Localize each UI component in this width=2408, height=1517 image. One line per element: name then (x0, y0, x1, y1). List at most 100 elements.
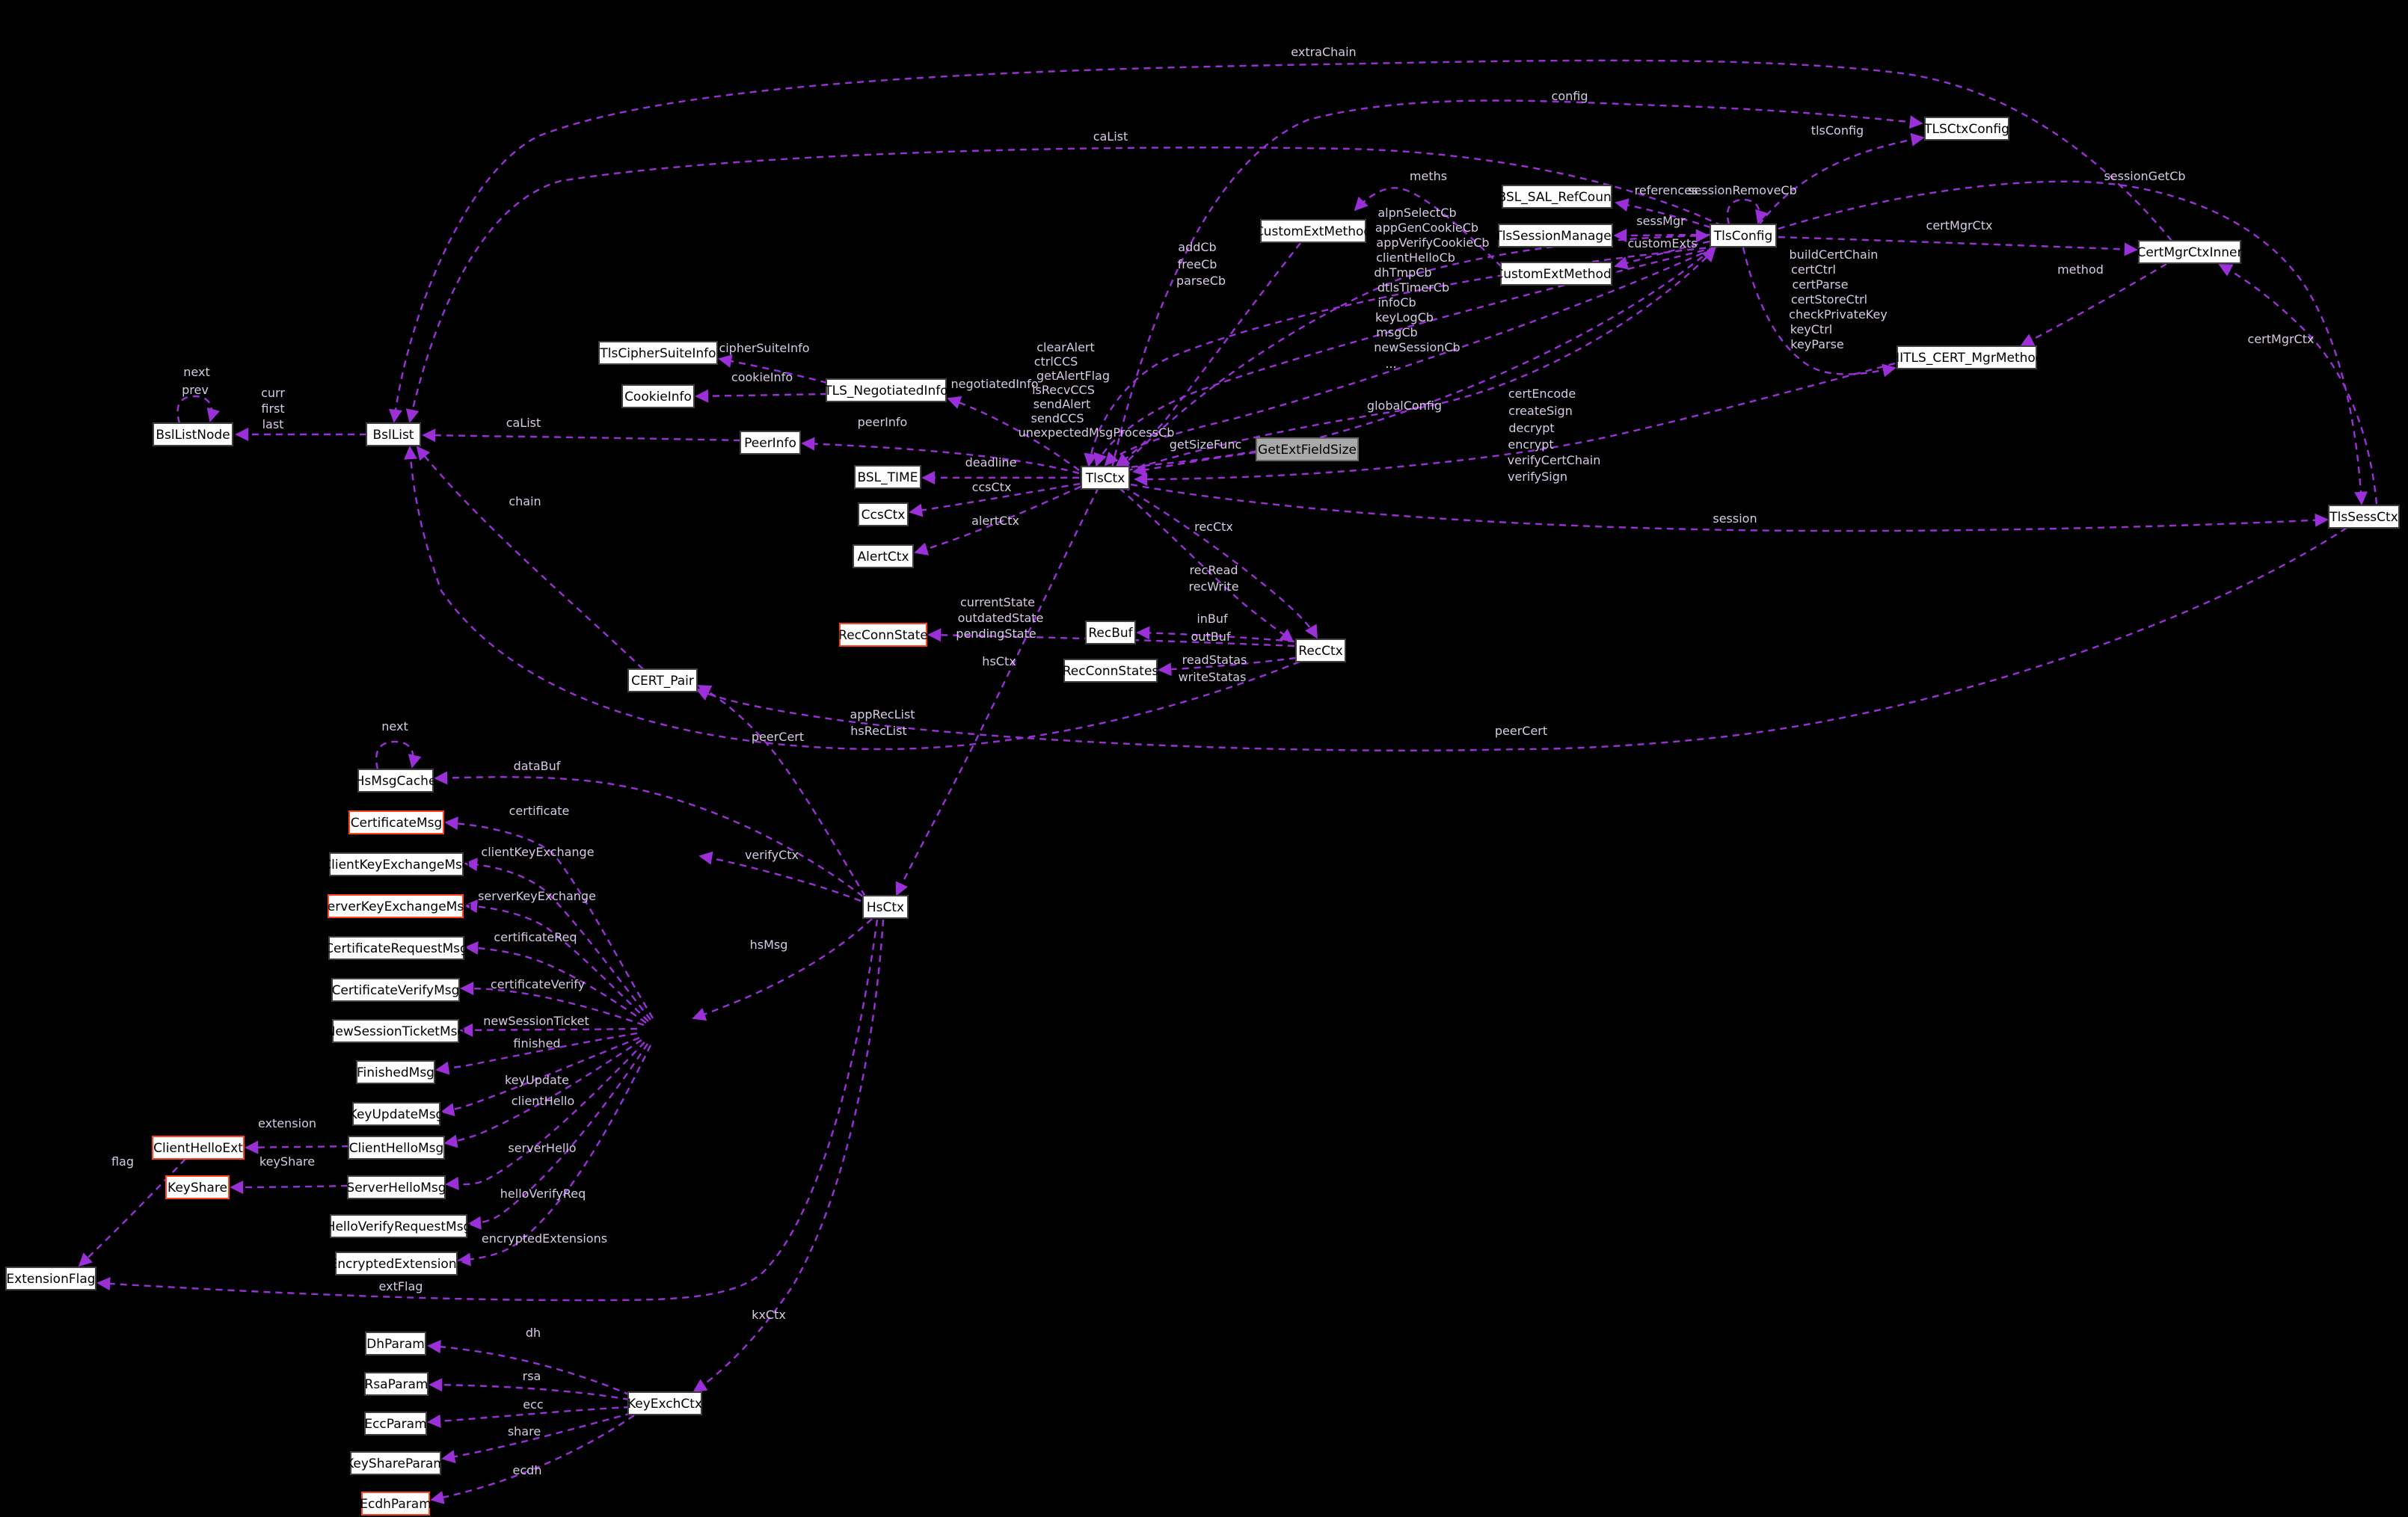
node-box-ClientHelloExt[interactable] (152, 1136, 245, 1160)
node-AlertCtx[interactable]: AlertCtx (853, 544, 914, 568)
node-box-ServerHelloMsg[interactable] (347, 1175, 446, 1199)
node-box-CustomExtMethod[interactable] (1260, 219, 1366, 243)
node-KeyExchCtx[interactable]: KeyExchCtx (627, 1391, 702, 1415)
edge-label-customextmethods-method-meths: meths (1410, 169, 1447, 183)
node-box-PeerInfo[interactable] (740, 431, 801, 455)
node-box-EcdhParam[interactable] (361, 1492, 430, 1516)
node-RsaParam[interactable]: RsaParam (364, 1372, 429, 1396)
node-GetExtFieldSize[interactable]: GetExtFieldSize (1256, 437, 1359, 461)
node-box-RecConnStates[interactable] (1063, 659, 1158, 683)
node-box-RecConnState[interactable] (839, 623, 927, 647)
node-ClientKeyExchangeMsg[interactable]: ClientKeyExchangeMsg (322, 852, 470, 876)
node-ClientHelloExt[interactable]: ClientHelloExt (152, 1136, 245, 1160)
node-box-RecCtx[interactable] (1295, 639, 1346, 662)
node-BSL_TIME[interactable]: BSL_TIME (854, 465, 921, 489)
node-box-GetExtFieldSize[interactable] (1256, 437, 1359, 461)
node-box-HsCtx[interactable] (862, 895, 909, 919)
node-box-CustomExtMethods[interactable] (1500, 262, 1612, 286)
node-KeyShareParam[interactable]: KeyShareParam (345, 1451, 446, 1475)
node-TlsCipherSuiteInfo[interactable]: TlsCipherSuiteInfo (598, 341, 718, 365)
node-EcdhParam[interactable]: EcdhParam (360, 1492, 431, 1516)
node-BSL_SAL_RefCount[interactable]: BSL_SAL_RefCount (1498, 185, 1617, 209)
node-TlsSessCtx[interactable]: TlsSessCtx (2328, 505, 2400, 529)
node-RecConnStates[interactable]: RecConnStates (1063, 659, 1159, 683)
edge-tlsconfig-tlsctx-cb3 (1104, 247, 1714, 467)
node-box-BslList[interactable] (366, 422, 421, 446)
node-CertificateRequestMsg[interactable]: CertificateRequestMsg (325, 936, 468, 960)
node-CustomExtMethod[interactable]: CustomExtMethod (1255, 219, 1372, 243)
node-NewSessionTicketMsg[interactable]: NewSessionTicketMsg (326, 1019, 466, 1043)
node-box-CertMgrCtxInner[interactable] (2138, 240, 2241, 264)
node-box-AlertCtx[interactable] (853, 544, 914, 568)
node-box-BSL_TIME[interactable] (854, 465, 921, 489)
node-box-ClientKeyExchangeMsg[interactable] (329, 852, 464, 876)
node-box-TlsCtx[interactable] (1081, 466, 1130, 490)
node-RecConnState[interactable]: RecConnState (838, 623, 928, 647)
node-box-CERT_Pair[interactable] (627, 668, 698, 692)
node-box-EncryptedExtensions[interactable] (335, 1252, 458, 1276)
node-box-BslListNode[interactable] (153, 422, 233, 446)
node-box-KeyShare[interactable] (165, 1175, 230, 1199)
node-TLS_NegotiatedInfo[interactable]: TLS_NegotiatedInfo (823, 378, 948, 402)
node-DhParam[interactable]: DhParam (365, 1332, 426, 1356)
node-ServerKeyExchangeMsg[interactable]: ServerKeyExchangeMsg (319, 894, 472, 918)
node-box-DhParam[interactable] (365, 1332, 426, 1356)
node-ClientHelloMsg[interactable]: ClientHelloMsg (348, 1136, 445, 1160)
node-box-ClientHelloMsg[interactable] (348, 1136, 445, 1160)
node-TlsCtx[interactable]: TlsCtx (1081, 466, 1130, 490)
node-box-KeyUpdateMsg[interactable] (352, 1102, 440, 1126)
node-box-RsaParam[interactable] (364, 1372, 429, 1396)
node-box-ExtensionFlag[interactable] (5, 1267, 96, 1290)
node-box-TLSCtxConfig[interactable] (1924, 117, 2009, 141)
node-box-TlsConfig[interactable] (1710, 224, 1777, 247)
node-box-RecBuf[interactable] (1085, 621, 1136, 644)
node-box-CertificateMsg[interactable] (348, 810, 444, 834)
node-BslListNode[interactable]: BslListNode (153, 422, 233, 446)
node-ServerHelloMsg[interactable]: ServerHelloMsg (346, 1175, 446, 1199)
node-CertificateMsg[interactable]: CertificateMsg (348, 810, 444, 834)
node-ExtensionFlag[interactable]: ExtensionFlag (5, 1267, 96, 1290)
node-TLSCtxConfig[interactable]: TLSCtxConfig (1923, 117, 2009, 141)
node-box-NewSessionTicketMsg[interactable] (332, 1019, 459, 1043)
edge-tlsctx-tlssessctx-session (1130, 483, 2329, 532)
node-EccParam[interactable]: EccParam (364, 1412, 427, 1436)
node-CertificateVerifyMsg[interactable]: CertificateVerifyMsg (331, 978, 460, 1002)
node-box-HITLS_CERT_MgrMethod[interactable] (1896, 345, 2037, 369)
node-CustomExtMethods[interactable]: CustomExtMethods (1494, 262, 1618, 286)
edge-clienthellomsg-clienthelloext (245, 1140, 349, 1154)
node-box-TlsSessCtx[interactable] (2328, 505, 2400, 529)
node-PeerInfo[interactable]: PeerInfo (740, 431, 801, 455)
node-HsCtx[interactable]: HsCtx (862, 895, 909, 919)
node-box-HsMsgCache[interactable] (357, 769, 434, 793)
node-TlsSessionManager[interactable]: TlsSessionManager (1493, 224, 1617, 247)
node-FinishedMsg[interactable]: FinishedMsg (356, 1060, 435, 1084)
node-box-HelloVerifyRequestMsg[interactable] (330, 1214, 467, 1238)
node-HelloVerifyRequestMsg[interactable]: HelloVerifyRequestMsg (326, 1214, 472, 1238)
node-box-ServerKeyExchangeMsg[interactable] (328, 894, 464, 918)
node-RecBuf[interactable]: RecBuf (1085, 621, 1136, 644)
node-box-BSL_SAL_RefCount[interactable] (1502, 185, 1612, 209)
node-KeyShare[interactable]: KeyShare (165, 1175, 230, 1199)
node-box-FinishedMsg[interactable] (356, 1060, 435, 1084)
node-HsMsgCache[interactable]: HsMsgCache (355, 769, 437, 793)
node-CookieInfo[interactable]: CookieInfo (621, 384, 695, 408)
node-box-KeyExchCtx[interactable] (627, 1391, 702, 1415)
node-box-CcsCtx[interactable] (858, 502, 909, 526)
node-box-TlsCipherSuiteInfo[interactable] (598, 341, 718, 365)
node-box-KeyShareParam[interactable] (350, 1451, 441, 1475)
node-box-TlsSessionManager[interactable] (1498, 224, 1613, 247)
node-box-CertificateVerifyMsg[interactable] (331, 978, 460, 1002)
node-box-EccParam[interactable] (364, 1412, 427, 1436)
node-KeyUpdateMsg[interactable]: KeyUpdateMsg (349, 1102, 444, 1126)
node-BslList[interactable]: BslList (366, 422, 421, 446)
node-box-CertificateRequestMsg[interactable] (328, 936, 464, 960)
node-CertMgrCtxInner[interactable]: CertMgrCtxInner (2137, 240, 2243, 264)
node-box-CookieInfo[interactable] (621, 384, 695, 408)
node-HITLS_CERT_MgrMethod[interactable]: HITLS_CERT_MgrMethod (1890, 345, 2044, 369)
node-CcsCtx[interactable]: CcsCtx (858, 502, 909, 526)
node-TlsConfig[interactable]: TlsConfig (1710, 224, 1777, 247)
node-CERT_Pair[interactable]: CERT_Pair (627, 668, 698, 692)
node-RecCtx[interactable]: RecCtx (1295, 639, 1346, 662)
node-EncryptedExtensions[interactable]: EncryptedExtensions (330, 1252, 464, 1276)
node-box-TLS_NegotiatedInfo[interactable] (826, 378, 947, 402)
